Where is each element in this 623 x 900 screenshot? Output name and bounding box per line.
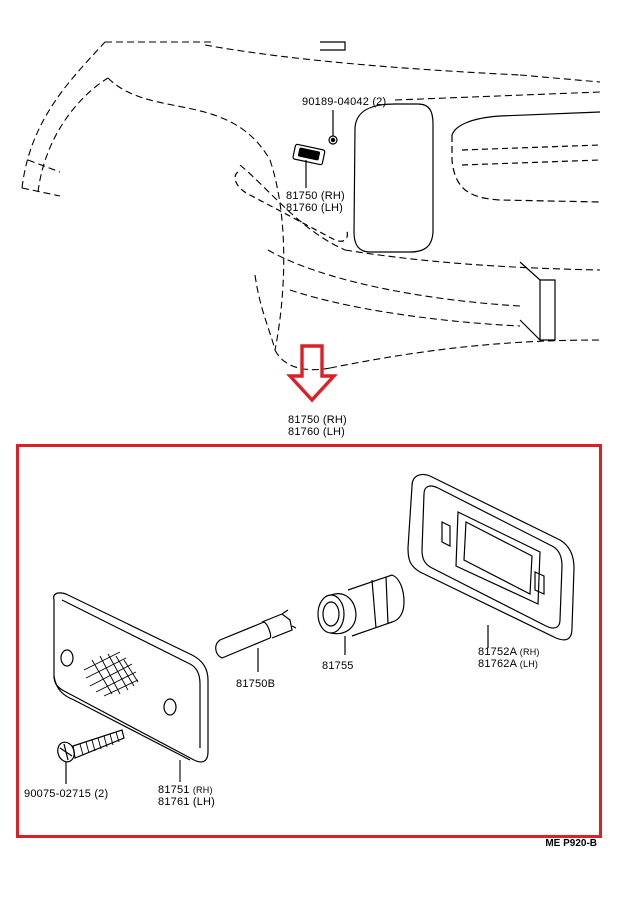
body-lamp-lh: 81760 (LH): [286, 202, 344, 214]
screw-part-number: 90075-02715: [24, 788, 92, 800]
housing-rh-part: 81752A: [478, 646, 517, 658]
down-arrow-icon: [286, 344, 338, 403]
socket: [317, 574, 405, 655]
housing-callout: 81752A (RH) 81762A (LH): [478, 646, 540, 670]
socket-callout: 81755: [322, 660, 354, 672]
vehicle-solid-details: [234, 41, 601, 341]
housing-lh-part: 81762A: [478, 658, 517, 670]
detail-frame: [16, 444, 602, 838]
reference-code: ME P920-B: [545, 838, 597, 849]
lens-lh-side: (LH): [192, 796, 216, 808]
grommet-quantity: (2): [372, 96, 387, 108]
housing-lh-side: (LH): [519, 659, 539, 669]
screw-callout: 90075-02715 (2): [24, 788, 108, 800]
housing: [407, 473, 575, 648]
lamp-assembly-lh: 81760 (LH): [288, 426, 346, 438]
lens-rh-part: 81751: [158, 784, 190, 796]
lens-callout: 81751 (RH) 81761 (LH): [158, 784, 215, 808]
lens-rh-side: (RH): [192, 785, 213, 795]
screw-icon: [57, 729, 125, 784]
grommet-callout: 90189-04042 (2): [302, 96, 386, 108]
lens-lh-part: 81761: [158, 796, 190, 808]
body-lamp-rh: 81750 (RH): [286, 190, 345, 202]
bulb-icon: [215, 609, 297, 672]
body-lamp-callout: 81750 (RH) 81760 (LH): [286, 190, 345, 214]
bulb-callout: 81750B: [236, 678, 275, 690]
grommet-part-number: 90189-04042: [302, 96, 370, 108]
socket-part-number: 81755: [322, 660, 354, 672]
housing-rh-side: (RH): [519, 647, 540, 657]
bulb-part-number: 81750B: [236, 678, 276, 690]
vehicle-body: [21, 41, 601, 371]
lamp-assembly-rh: 81750 (RH): [288, 414, 347, 426]
lens: [53, 592, 209, 763]
screw-quantity: (2): [94, 788, 109, 800]
lamp-assembly-callout: 81750 (RH) 81760 (LH): [288, 414, 347, 438]
